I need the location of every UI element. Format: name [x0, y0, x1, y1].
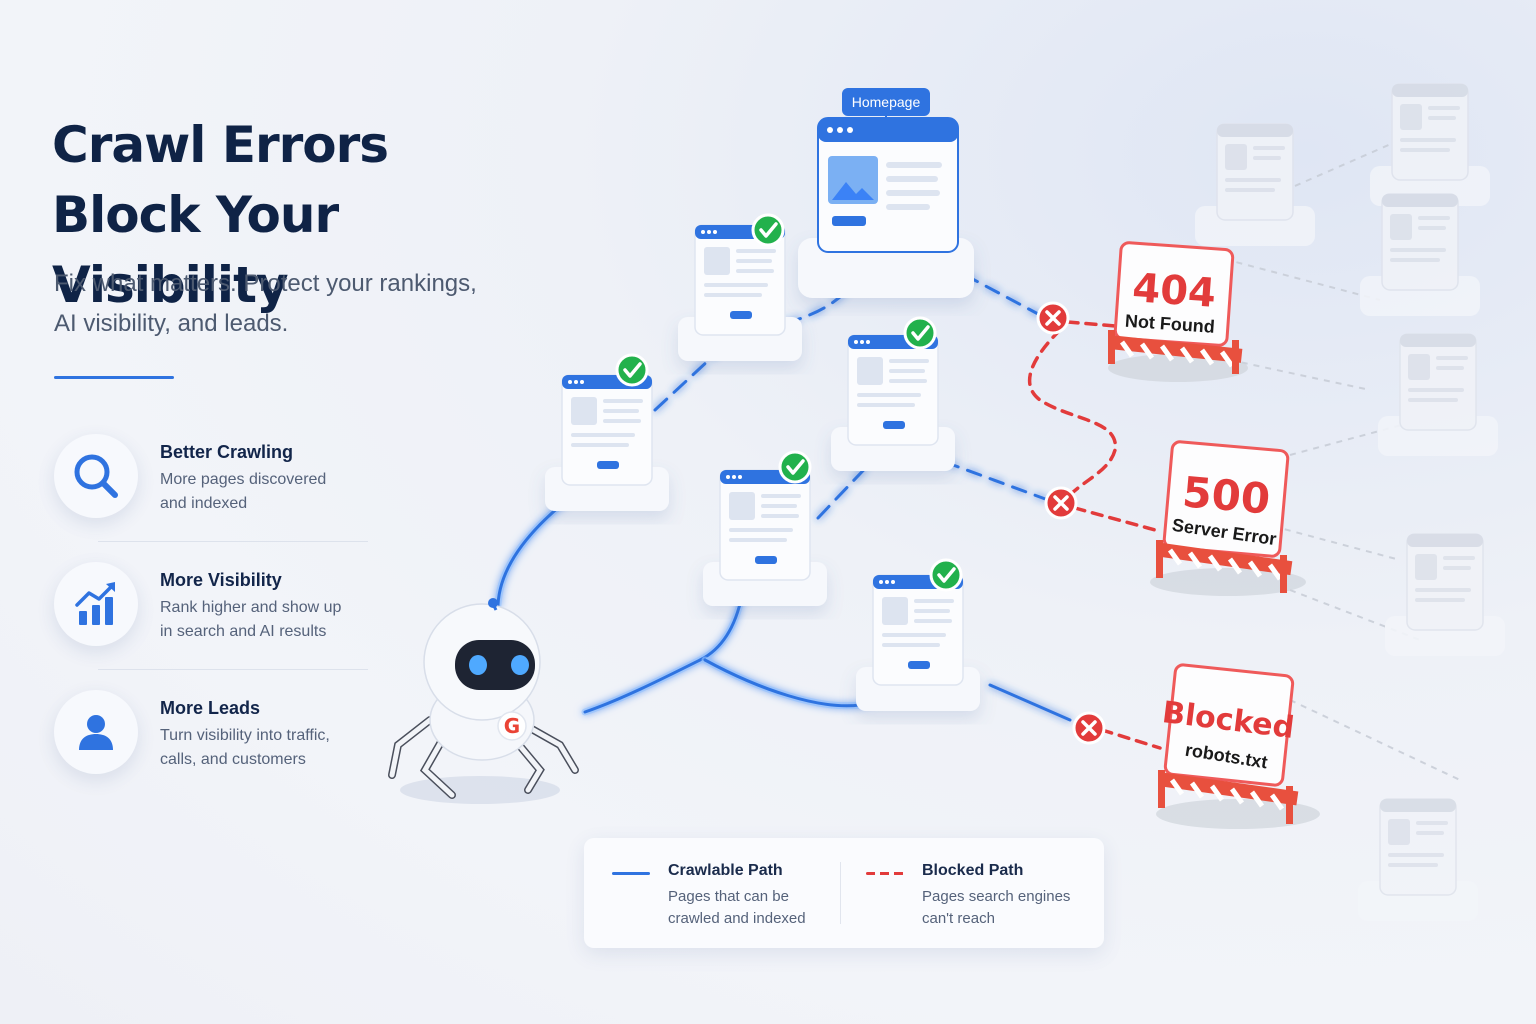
feature-description: More pages discovered and indexed	[160, 468, 370, 516]
blocked-x-icon	[1036, 301, 1070, 335]
legend-desc-line: crawled and indexed	[668, 910, 806, 927]
page-card	[831, 335, 955, 471]
ghost-page-card	[1377, 333, 1499, 457]
feature-better-crawling: Better Crawling More pages discovered an…	[54, 434, 374, 534]
legend-title: Blocked Path	[922, 862, 1024, 879]
blocked-x-icon	[1044, 486, 1078, 520]
feature-title: Better Crawling	[160, 442, 294, 462]
ghost-page-card	[1384, 533, 1506, 657]
check-icon	[903, 316, 937, 350]
legend-title: Crawlable Path	[668, 862, 783, 879]
subtitle-line-2: AI visibility, and leads.	[54, 310, 289, 337]
page-subtitle: Fix what matters. Protect your rankings,…	[54, 264, 534, 344]
check-icon	[615, 353, 649, 387]
legend-desc-line: Pages that can be	[668, 888, 789, 905]
search-icon	[54, 434, 138, 518]
bar-chart-up-icon	[54, 562, 138, 646]
feature-desc-line: Turn visibility into traffic,	[160, 727, 330, 744]
feature-desc-line: More pages discovered	[160, 471, 327, 488]
legend-desc-line: can't reach	[922, 910, 995, 927]
homepage-label: Homepage	[852, 94, 921, 110]
title-line-2: Block Your Visibility	[52, 186, 339, 314]
legend-description: Pages search engines can't reach	[922, 886, 1070, 930]
user-icon	[54, 690, 138, 774]
google-badge: G	[504, 714, 520, 738]
feature-desc-line: and indexed	[160, 495, 248, 512]
error-sign-blocked: Blocked robots.txt	[1156, 663, 1320, 829]
feature-title: More Leads	[160, 698, 261, 718]
subtitle-line-1: Fix what matters. Protect your rankings,	[54, 270, 477, 297]
unreachable-pages	[1189, 83, 1506, 922]
check-icon	[751, 213, 785, 247]
ghost-page-card	[1359, 193, 1481, 317]
crawlable-line-swatch	[612, 872, 650, 875]
feature-more-leads: More Leads Turn visibility into traffic,…	[54, 690, 374, 790]
crawler-robot: G	[388, 598, 579, 804]
homepage-card: Homepage	[798, 88, 974, 298]
legend-description: Pages that can be crawled and indexed	[668, 886, 806, 930]
feature-desc-line: Rank higher and show up	[160, 599, 342, 616]
ghost-page-card	[1357, 798, 1479, 922]
check-icon	[778, 450, 812, 484]
blocked-x-icon	[1072, 711, 1106, 745]
error-code: 404	[1131, 265, 1218, 317]
page-card	[545, 375, 669, 511]
blocked-paths	[1028, 320, 1162, 750]
feature-title: More Visibility	[160, 570, 282, 590]
title-line-1: Crawl Errors	[52, 116, 389, 174]
blocked-line-swatch	[866, 872, 904, 875]
page-card	[856, 575, 980, 711]
feature-divider	[98, 541, 368, 542]
error-sign-500: 500 Server Error	[1150, 440, 1306, 596]
legend-blocked: Blocked Path Pages search engines can't …	[866, 860, 1106, 930]
check-icon	[929, 558, 963, 592]
feature-desc-line: calls, and customers	[160, 751, 306, 768]
page-card	[703, 470, 827, 606]
feature-desc-line: in search and AI results	[160, 623, 327, 640]
legend-separator	[840, 862, 841, 924]
page-card	[678, 225, 802, 361]
feature-description: Rank higher and show up in search and AI…	[160, 596, 370, 644]
left-panel: Crawl Errors Block Your Visibility Fix w…	[0, 0, 560, 1024]
legend: Crawlable Path Pages that can be crawled…	[584, 838, 1104, 948]
error-sign-404: 404 Not Found	[1108, 241, 1248, 382]
accent-rule	[54, 376, 174, 379]
legend-desc-line: Pages search engines	[922, 888, 1071, 905]
error-code: 500	[1181, 467, 1273, 523]
feature-divider	[98, 669, 368, 670]
feature-description: Turn visibility into traffic, calls, and…	[160, 724, 370, 772]
feature-more-visibility: More Visibility Rank higher and show up …	[54, 562, 374, 662]
legend-crawlable: Crawlable Path Pages that can be crawled…	[612, 860, 852, 930]
page-title: Crawl Errors Block Your Visibility	[52, 110, 560, 320]
